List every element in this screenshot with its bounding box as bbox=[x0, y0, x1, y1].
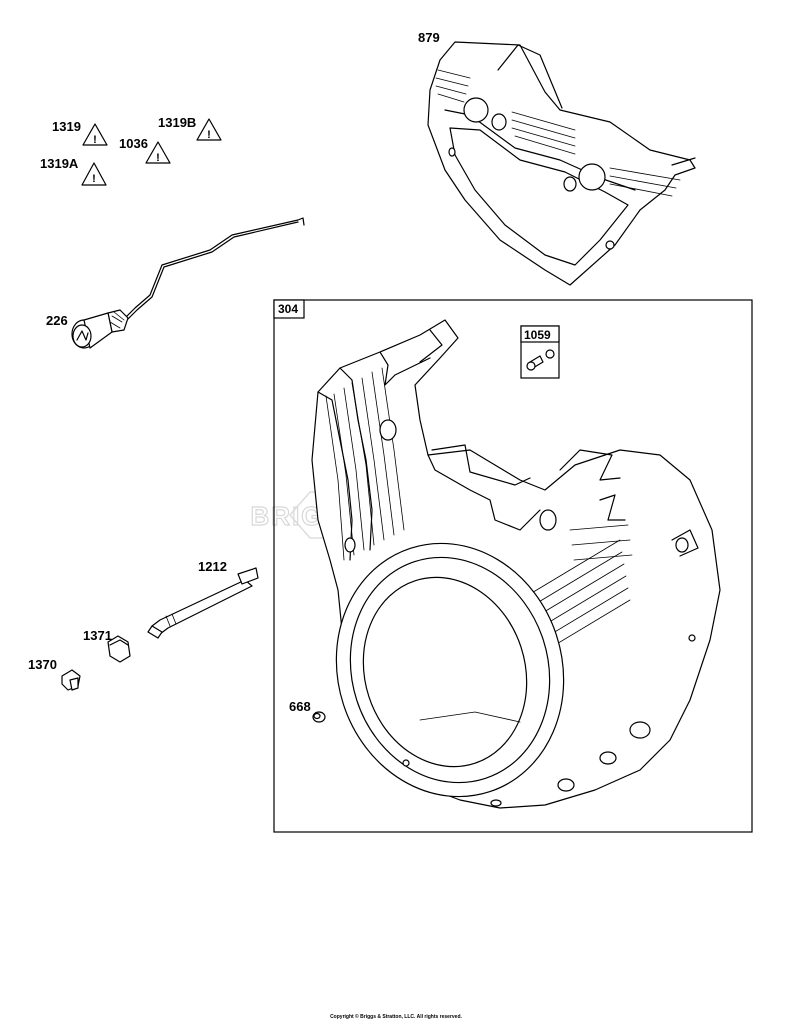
label-1036: 1036 bbox=[119, 136, 148, 151]
shroud-vent-fins bbox=[435, 69, 681, 197]
label-879: 879 bbox=[418, 30, 440, 45]
label-1059: 1059 bbox=[524, 328, 551, 342]
blower-housing-box-304 bbox=[273, 299, 753, 833]
label-1371: 1371 bbox=[83, 628, 112, 643]
stud-1212[interactable] bbox=[147, 567, 259, 639]
choke-knob-226[interactable] bbox=[71, 217, 305, 349]
label-1370: 1370 bbox=[28, 657, 57, 672]
svg-text:!: ! bbox=[156, 152, 160, 164]
label-1319a: 1319A bbox=[40, 156, 79, 171]
label-226: 226 bbox=[46, 313, 68, 328]
label-1319b: 1319B bbox=[158, 115, 196, 130]
label-1212: 1212 bbox=[198, 559, 227, 574]
svg-text:!: ! bbox=[93, 134, 97, 146]
label-box-304 bbox=[273, 299, 305, 319]
shroud-cover-879[interactable] bbox=[427, 41, 696, 286]
hex-spacer-1371[interactable] bbox=[107, 635, 131, 663]
hardware-kit-1059[interactable] bbox=[520, 325, 560, 379]
warning-icon: ! bbox=[81, 162, 107, 186]
svg-text:!: ! bbox=[207, 129, 211, 141]
label-1319: 1319 bbox=[52, 119, 81, 134]
warning-icon: ! bbox=[82, 123, 108, 146]
svg-text:!: ! bbox=[92, 173, 96, 185]
blower-housing[interactable] bbox=[304, 319, 721, 826]
warning-icon: ! bbox=[145, 141, 171, 164]
label-304: 304 bbox=[278, 302, 298, 316]
warning-decals: ! ! ! ! bbox=[81, 118, 222, 186]
plug-668[interactable] bbox=[312, 711, 326, 723]
label-668: 668 bbox=[289, 699, 311, 714]
warning-icon: ! bbox=[196, 118, 222, 141]
copyright-notice: Copyright © Briggs & Stratton, LLC. All … bbox=[330, 1014, 462, 1020]
bolt-1370[interactable] bbox=[61, 669, 81, 691]
